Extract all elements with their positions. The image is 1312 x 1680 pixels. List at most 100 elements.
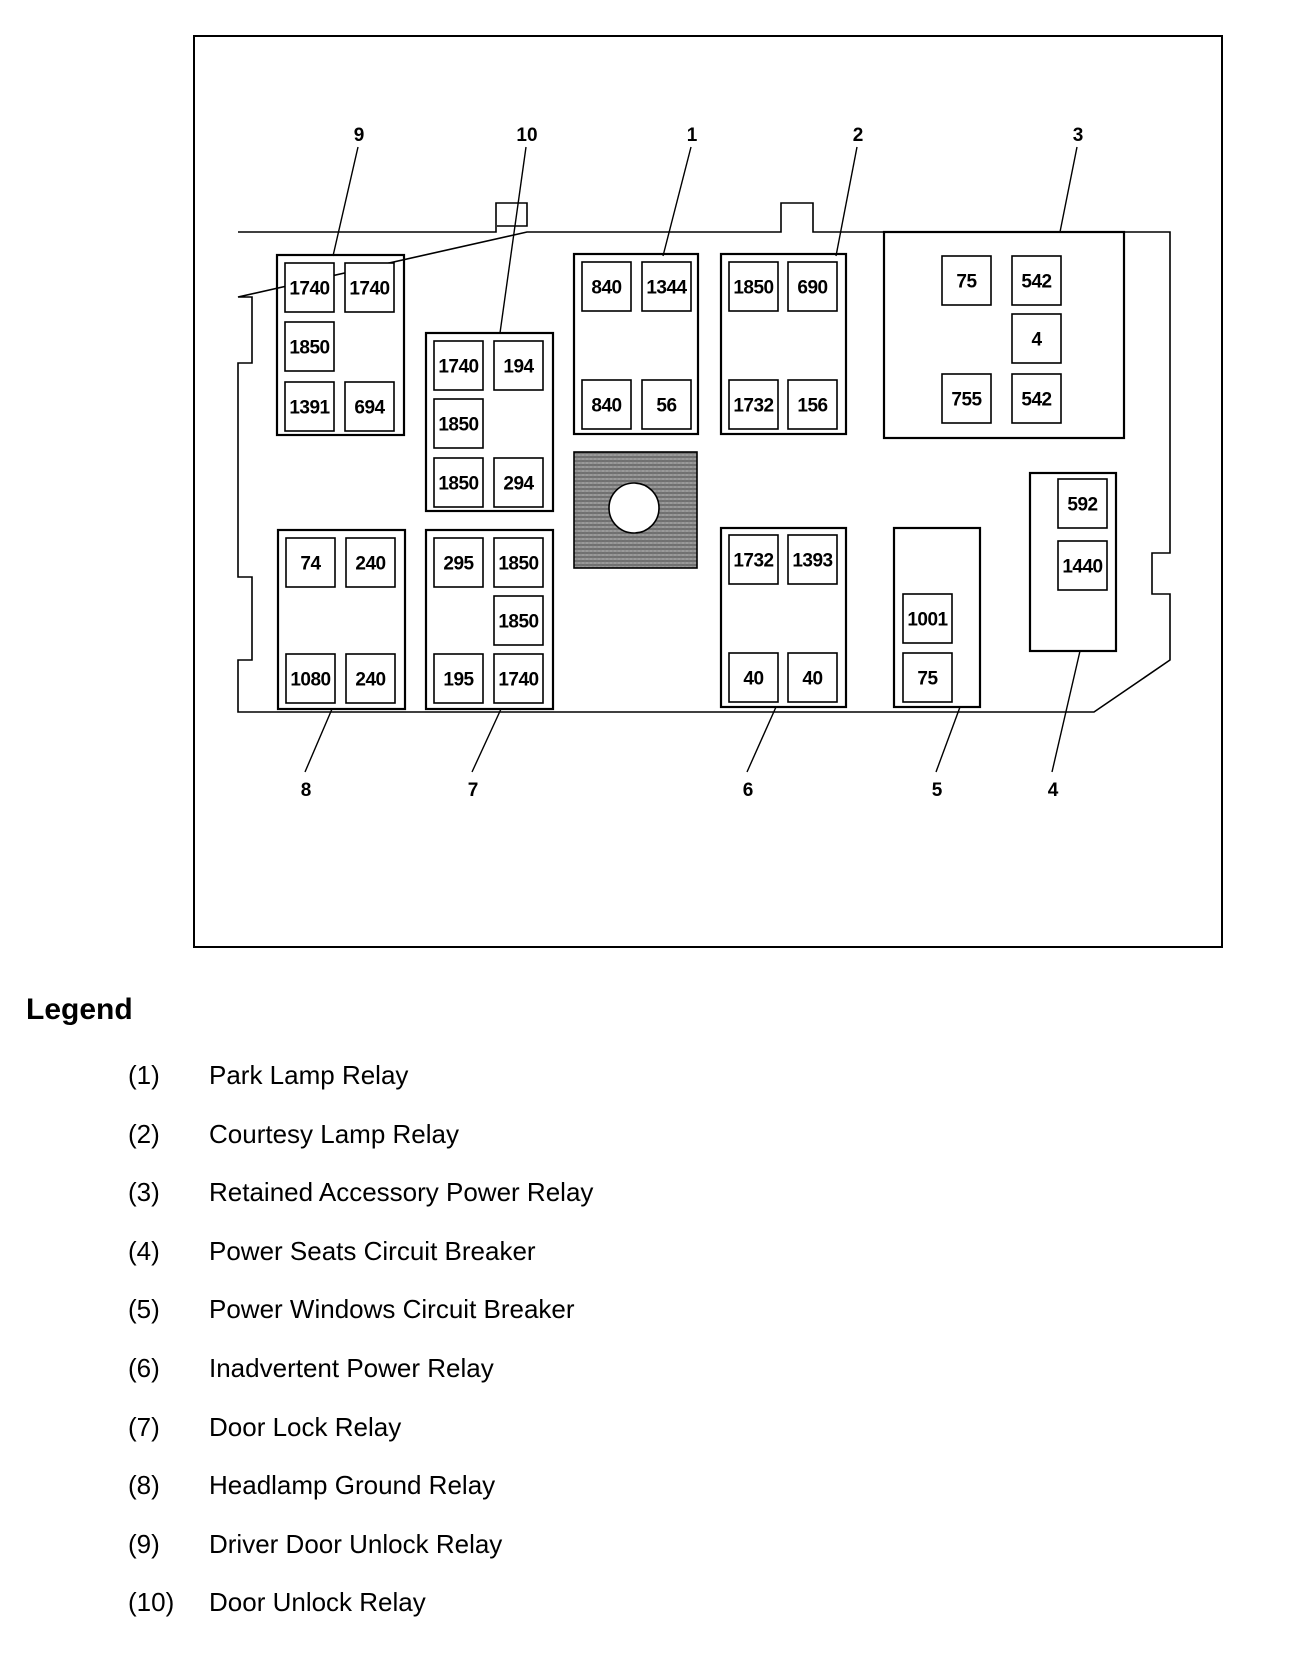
callout-number-6: 6 — [743, 780, 754, 801]
diagram-frame — [193, 35, 1223, 948]
legend-item: (5)Power Windows Circuit Breaker — [0, 1294, 900, 1334]
terminal-cell — [285, 537, 336, 588]
terminal-cell — [902, 593, 953, 644]
callout-number-7: 7 — [468, 780, 479, 801]
terminal-cell — [1057, 540, 1108, 591]
terminal-cell — [493, 457, 544, 508]
terminal-circuit-number: 694 — [354, 398, 385, 419]
terminal-circuit-number: 1732 — [733, 396, 773, 417]
legend-item-label: Headlamp Ground Relay — [209, 1470, 496, 1501]
terminal-circuit-number: 1740 — [349, 279, 389, 300]
terminal-circuit-number: 1440 — [1062, 557, 1102, 578]
terminal-circuit-number: 156 — [797, 396, 827, 417]
legend-item: (4)Power Seats Circuit Breaker — [0, 1236, 900, 1276]
terminal-circuit-number: 1393 — [792, 551, 832, 572]
terminal-circuit-number: 542 — [1021, 272, 1051, 293]
relay-4-housing — [1028, 471, 1118, 653]
terminal-circuit-number: 56 — [656, 396, 676, 417]
legend-item: (9) Driver Door Unlock Relay — [0, 1529, 900, 1569]
relay-5-housing — [892, 526, 982, 709]
legend-item: (3)Retained Accessory Power Relay — [0, 1177, 900, 1217]
terminal-cell — [787, 534, 838, 585]
terminal-cell — [1057, 478, 1108, 529]
legend-item-number: (10) — [128, 1587, 175, 1618]
terminal-circuit-number: 40 — [743, 669, 763, 690]
terminal-cell — [493, 595, 544, 646]
terminal-circuit-number: 74 — [300, 554, 321, 575]
relay-7-housing — [424, 528, 555, 711]
relay-center-housing — [237, 202, 1171, 713]
terminal-cell — [433, 457, 484, 508]
terminal-cell — [433, 398, 484, 449]
legend-item-label: Door Lock Relay — [209, 1411, 402, 1442]
callout-number-4: 4 — [1048, 780, 1059, 801]
terminal-circuit-number: 240 — [355, 554, 385, 575]
terminal-circuit-number: 75 — [956, 272, 977, 293]
legend-item: (6)Inadvertent Power Relay — [0, 1353, 900, 1393]
legend-item-number: (2) — [128, 1118, 160, 1149]
leader-line-7 — [471, 708, 502, 773]
terminal-cell — [1011, 313, 1062, 364]
terminal-cell — [433, 653, 484, 704]
leader-line-10 — [499, 146, 527, 334]
leader-line-5 — [935, 706, 961, 773]
legend-title: Legend — [26, 993, 133, 1026]
terminal-cell — [344, 262, 395, 313]
legend-item-number: (9) — [128, 1528, 160, 1559]
callout-number-5: 5 — [932, 780, 943, 801]
terminal-circuit-number: 840 — [591, 396, 621, 417]
legend-item-label: Inadvertent Power Relay — [209, 1353, 494, 1383]
terminal-cell — [581, 261, 632, 312]
relay-6-housing — [719, 526, 848, 709]
terminal-cell — [285, 653, 336, 704]
terminal-circuit-number: 240 — [355, 670, 385, 691]
terminal-cell — [493, 653, 544, 704]
relay-2: 1850 690 1732 156 — [719, 252, 848, 436]
terminal-cell — [641, 261, 692, 312]
callout-number-8: 8 — [301, 780, 312, 801]
legend-item: (2) Courtesy Lamp Relay — [0, 1119, 900, 1159]
legend-item-label: Park Lamp Relay — [209, 1060, 409, 1090]
leader-line-2 — [835, 146, 858, 257]
terminal-circuit-number: 755 — [951, 390, 982, 411]
terminal-circuit-number: 542 — [1021, 390, 1051, 411]
terminal-cell — [1011, 255, 1062, 306]
terminal-cell — [344, 381, 395, 432]
terminal-cell — [1011, 373, 1062, 424]
terminal-circuit-number: 295 — [443, 554, 474, 575]
legend-item-number: (1) — [128, 1060, 160, 1090]
terminal-circuit-number: 690 — [797, 278, 827, 299]
terminal-circuit-number: 592 — [1067, 495, 1097, 516]
terminal-cell — [433, 537, 484, 588]
terminal-circuit-number: 1850 — [289, 338, 329, 359]
legend-item-label: Courtesy Lamp Relay — [209, 1118, 459, 1149]
relay-8-housing — [276, 528, 407, 711]
terminal-cell — [433, 340, 484, 391]
terminal-cell — [581, 379, 632, 430]
terminal-circuit-number: 1391 — [289, 398, 330, 419]
leader-line-6 — [746, 706, 777, 773]
terminal-circuit-number: 194 — [503, 357, 534, 378]
terminal-circuit-number: 294 — [503, 474, 534, 495]
relay-4: 592 1440 — [1028, 471, 1118, 653]
terminal-circuit-number: 1850 — [498, 554, 538, 575]
terminal-circuit-number: 40 — [802, 669, 822, 690]
terminal-circuit-number: 1732 — [733, 551, 773, 572]
terminal-circuit-number: 195 — [443, 670, 474, 691]
terminal-circuit-number: 1850 — [733, 278, 773, 299]
terminal-circuit-number: 1850 — [438, 474, 478, 495]
terminal-cell — [728, 261, 779, 312]
terminal-circuit-number: 1344 — [646, 278, 687, 299]
legend-item: (8)Headlamp Ground Relay — [0, 1470, 900, 1510]
relay-9-housing — [275, 253, 406, 437]
terminal-cell — [284, 262, 335, 313]
terminal-cell — [728, 652, 779, 703]
terminal-cell — [728, 379, 779, 430]
legend-item-label: Driver Door Unlock Relay — [209, 1528, 503, 1559]
